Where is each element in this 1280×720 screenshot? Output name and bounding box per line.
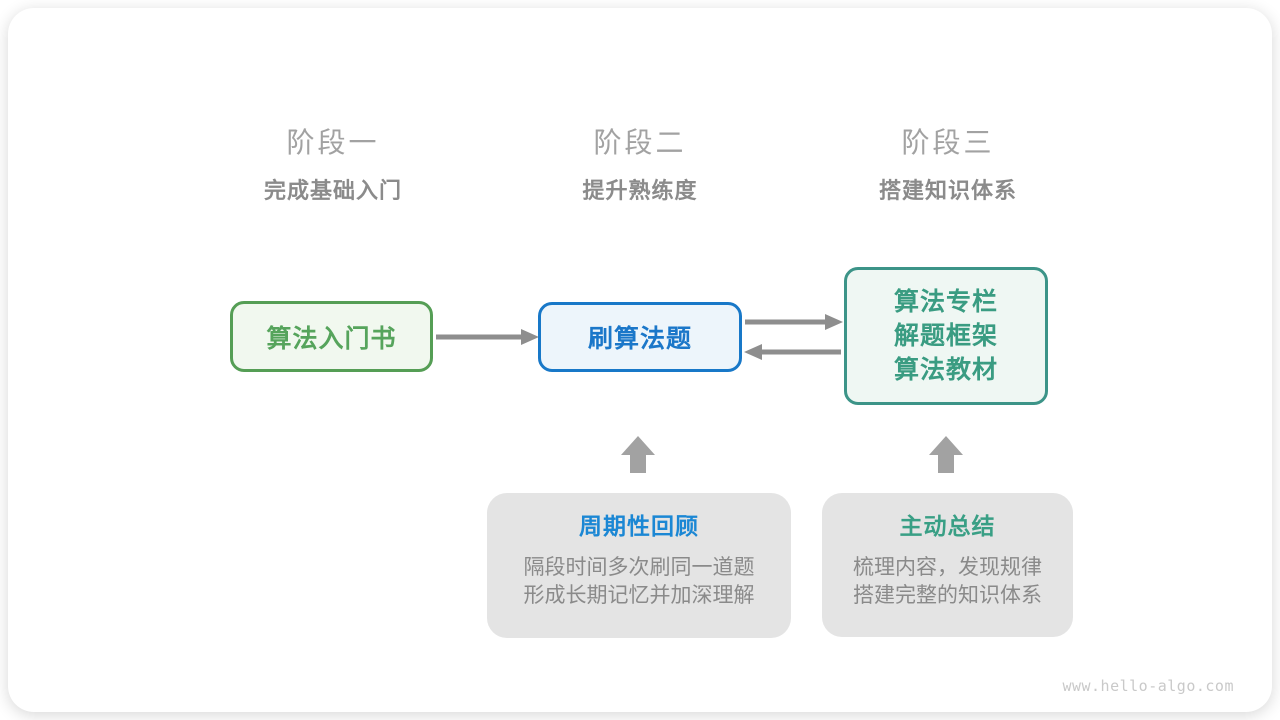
note-periodic-review-title: 周期性回顾 bbox=[579, 513, 699, 539]
stage-2-header: 阶段二 提升熟练度 bbox=[510, 127, 770, 205]
node-advanced-resources: 算法专栏 解题框架 算法教材 bbox=[844, 267, 1048, 405]
note-periodic-review: 周期性回顾 隔段时间多次刷同一道题 形成长期记忆并加深理解 bbox=[487, 493, 791, 638]
stage-2-label: 阶段二 bbox=[593, 127, 687, 158]
node-practice-problems-label: 刷算法题 bbox=[587, 325, 692, 353]
node-intro-book-label: 算法入门书 bbox=[266, 324, 397, 353]
note-active-summary: 主动总结 梳理内容，发现规律 搭建完整的知识体系 bbox=[822, 493, 1073, 637]
note-periodic-review-line-2: 形成长期记忆并加深理解 bbox=[523, 584, 755, 607]
stage-3-subtitle: 搭建知识体系 bbox=[878, 178, 1017, 203]
stage-3-label: 阶段三 bbox=[901, 127, 995, 158]
watermark-url: www.hello-algo.com bbox=[1062, 677, 1234, 695]
node-advanced-line-2: 解题框架 bbox=[893, 322, 998, 350]
note-active-summary-line-2: 搭建完整的知识体系 bbox=[853, 584, 1042, 607]
note-active-summary-title: 主动总结 bbox=[899, 513, 996, 539]
stage-1-label: 阶段一 bbox=[286, 127, 380, 158]
note-periodic-review-line-1: 隔段时间多次刷同一道题 bbox=[523, 556, 755, 579]
note-active-summary-line-1: 梳理内容，发现规律 bbox=[853, 556, 1042, 579]
stage-1-header: 阶段一 完成基础入门 bbox=[203, 127, 463, 205]
stage-1-subtitle: 完成基础入门 bbox=[263, 178, 402, 203]
stage-2-subtitle: 提升熟练度 bbox=[582, 178, 698, 203]
node-practice-problems: 刷算法题 bbox=[538, 302, 742, 372]
node-advanced-line-3: 算法教材 bbox=[893, 356, 998, 384]
node-advanced-line-1: 算法专栏 bbox=[893, 288, 998, 316]
stage-3-header: 阶段三 搭建知识体系 bbox=[818, 127, 1078, 205]
node-intro-book: 算法入门书 bbox=[230, 301, 433, 372]
